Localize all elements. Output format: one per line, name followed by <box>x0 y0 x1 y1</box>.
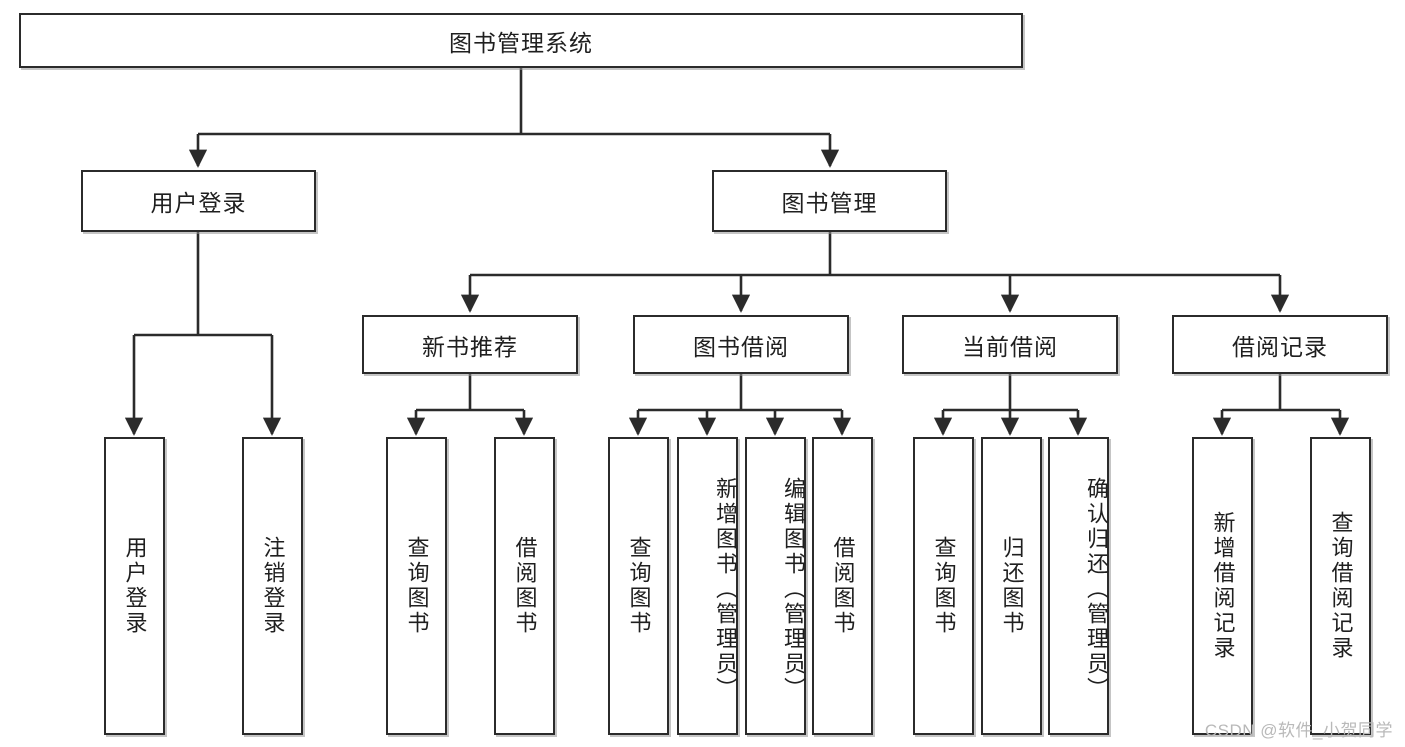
leaf-record-add-record[interactable]: 新增借阅记录 <box>1192 437 1253 735</box>
leaf-label: 借阅图书 <box>830 536 856 636</box>
node-new-book-recommend-label: 新书推荐 <box>422 333 518 360</box>
node-new-book-recommend[interactable]: 新书推荐 <box>362 315 578 374</box>
node-user-login-label: 用户登录 <box>150 190 247 216</box>
node-current-borrow[interactable]: 当前借阅 <box>902 315 1118 374</box>
node-current-borrow-label: 当前借阅 <box>962 333 1058 360</box>
leaf-label: 新增图书（管理员） <box>713 476 738 702</box>
node-borrow-record[interactable]: 借阅记录 <box>1172 315 1388 374</box>
leaf-label: 新增借阅记录 <box>1210 511 1236 661</box>
leaf-label: 查询图书 <box>931 536 957 636</box>
leaf-label: 用户登录 <box>122 536 148 636</box>
leaf-label: 注销登录 <box>260 536 286 636</box>
leaf-current-return-book[interactable]: 归还图书 <box>981 437 1042 735</box>
leaf-label: 确认归还（管理员） <box>1084 476 1109 702</box>
leaf-record-query-record[interactable]: 查询借阅记录 <box>1310 437 1371 735</box>
leaf-borrow-borrow-book[interactable]: 借阅图书 <box>812 437 873 735</box>
node-root[interactable]: 图书管理系统 <box>19 13 1023 68</box>
node-user-login[interactable]: 用户登录 <box>81 170 316 232</box>
node-book-borrow-label: 图书借阅 <box>693 333 789 360</box>
leaf-recommend-query-book[interactable]: 查询图书 <box>386 437 447 735</box>
leaf-label: 查询借阅记录 <box>1328 511 1354 661</box>
leaf-label: 编辑图书（管理员） <box>781 476 806 702</box>
leaf-borrow-edit-book-admin[interactable]: 编辑图书（管理员） <box>745 437 806 735</box>
node-book-borrow[interactable]: 图书借阅 <box>633 315 849 374</box>
leaf-current-confirm-return-admin[interactable]: 确认归还（管理员） <box>1048 437 1109 735</box>
node-borrow-record-label: 借阅记录 <box>1232 333 1328 360</box>
leaf-label: 查询图书 <box>626 536 652 636</box>
leaf-user-login-login[interactable]: 用户登录 <box>104 437 165 735</box>
node-book-management[interactable]: 图书管理 <box>712 170 947 232</box>
leaf-label: 借阅图书 <box>512 536 538 636</box>
leaf-label: 归还图书 <box>999 536 1025 636</box>
node-book-management-label: 图书管理 <box>781 190 878 216</box>
leaf-borrow-add-book-admin[interactable]: 新增图书（管理员） <box>677 437 738 735</box>
leaf-borrow-query-book[interactable]: 查询图书 <box>608 437 669 735</box>
leaf-current-query-book[interactable]: 查询图书 <box>913 437 974 735</box>
leaf-user-login-logout[interactable]: 注销登录 <box>242 437 303 735</box>
node-root-label: 图书管理系统 <box>449 29 593 56</box>
leaf-label: 查询图书 <box>404 536 430 636</box>
leaf-recommend-borrow-book[interactable]: 借阅图书 <box>494 437 555 735</box>
